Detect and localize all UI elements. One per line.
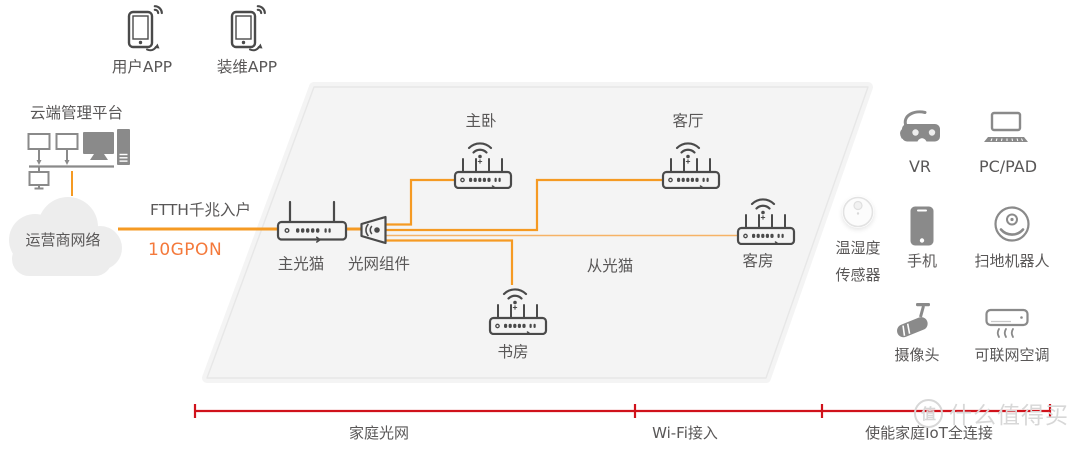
robot-vacuum-icon <box>993 205 1031 243</box>
bracket-label-iot: 使能家庭IoT全连接 <box>865 424 993 442</box>
optical-splitter-icon <box>357 213 391 247</box>
pc-pad-label: PC/PAD <box>978 157 1038 176</box>
robot-vacuum-label: 扫地机器人 <box>974 252 1050 270</box>
user-app-phone-icon <box>120 3 168 53</box>
operator-cloud-shape <box>9 197 122 276</box>
watermark-logo: 值 <box>914 398 943 428</box>
link-master-bedroom <box>386 178 458 226</box>
temp-humidity-sensor-icon <box>842 196 874 228</box>
cloud-platform-label: 云端管理平台 <box>30 104 124 122</box>
management-computers-icon <box>26 127 130 191</box>
watermark-text: 什么值得买 <box>949 403 1067 429</box>
room-label-study: 书房 <box>497 343 529 361</box>
air-conditioner-icon <box>985 305 1029 341</box>
link-study <box>386 239 514 285</box>
operator-network-label: 运营商网络 <box>25 231 101 249</box>
bracket-label-home-optical: 家庭光网 <box>348 424 410 442</box>
vr-label: VR <box>908 157 932 176</box>
home-panel-border <box>206 86 869 379</box>
pon-label: 10GPON <box>148 240 223 260</box>
camera-icon <box>894 302 938 344</box>
room-label-living-room: 客厅 <box>672 112 704 130</box>
ftth-label: FTTH千兆入户 <box>150 201 251 219</box>
phone-label: 手机 <box>906 252 938 270</box>
ac-label: 可联网空调 <box>974 346 1050 364</box>
main-modem-icon <box>276 196 348 244</box>
wifi-router-study-icon <box>487 277 549 338</box>
link-living-room <box>386 178 666 232</box>
installer-app-label: 装维APP <box>216 58 278 76</box>
wifi-router-living-room-icon <box>660 131 722 192</box>
wifi-router-master-bedroom-icon <box>452 131 514 192</box>
sensor-label-line2: 传感器 <box>835 266 881 284</box>
vr-headset-icon <box>899 109 943 149</box>
slave-modem-label: 从光猫 <box>586 257 634 275</box>
wifi-router-guest-room-icon <box>735 187 797 248</box>
sensor-label-line1: 温湿度 <box>835 239 881 257</box>
camera-label: 摄像头 <box>894 346 940 364</box>
room-label-master-bedroom: 主卧 <box>465 112 497 130</box>
user-app-label: 用户APP <box>111 58 173 76</box>
mobile-phone-icon <box>909 205 935 247</box>
room-label-guest-room: 客房 <box>742 252 774 270</box>
watermark: 值 什么值得买 <box>914 396 1067 430</box>
bottom-bracket <box>193 404 1052 418</box>
optical-splitter-label: 光网组件 <box>347 255 411 273</box>
installer-app-phone-icon <box>223 3 271 53</box>
bracket-label-wifi-access: Wi-Fi接入 <box>652 424 718 442</box>
laptop-icon <box>983 108 1029 148</box>
main-modem-label: 主光猫 <box>277 255 325 273</box>
